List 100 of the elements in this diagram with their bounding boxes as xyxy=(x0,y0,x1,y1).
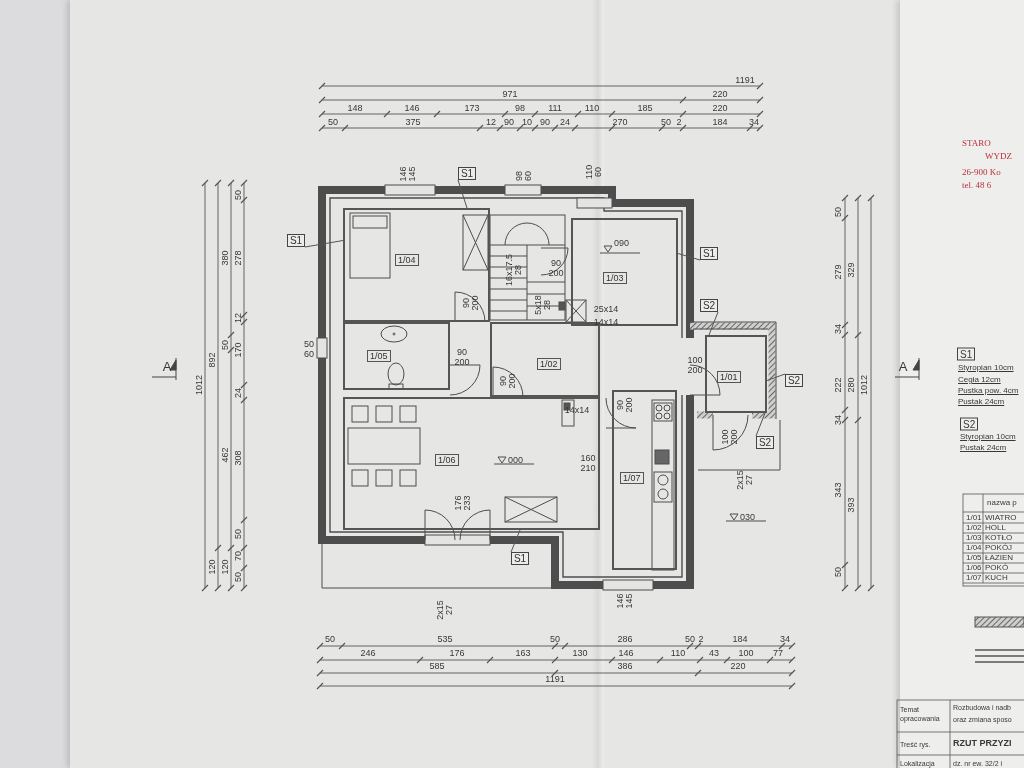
dimension-value: 170 xyxy=(233,342,243,358)
dimension-value: 27 xyxy=(744,475,754,485)
dimension-value: 50 xyxy=(833,207,843,217)
dimension-value: 2 xyxy=(698,634,704,644)
dimension-value: 50 xyxy=(685,634,695,644)
level-value: 030 xyxy=(740,512,756,522)
dimension-value: 176 xyxy=(453,495,463,511)
room-outline xyxy=(343,397,600,530)
dimension-value: 146 xyxy=(404,103,420,113)
leader-line xyxy=(304,240,344,248)
room-outline xyxy=(343,322,450,390)
dimension-value: 90 xyxy=(457,347,467,357)
dimension-value: 146 xyxy=(618,648,634,658)
wall-type-tag: S2 xyxy=(785,374,803,387)
dimension-value: 380 xyxy=(220,250,230,266)
dimension-value: 185 xyxy=(637,103,653,113)
dimension-value: 892 xyxy=(207,352,217,368)
dimension-value: 176 xyxy=(449,648,465,658)
stamp-text: 26-900 Ko xyxy=(962,167,1001,177)
dimension-value: 184 xyxy=(732,634,748,644)
dimension-value: 210 xyxy=(580,463,596,473)
wall-type-tag: S1 xyxy=(511,552,529,565)
dimension-value: 70 xyxy=(233,551,243,561)
wall-layer-text: Styropian 10cm xyxy=(958,364,1014,372)
dimension-value: 220 xyxy=(730,661,746,671)
dimension-value: 2x15 xyxy=(735,470,745,490)
room-outline xyxy=(571,218,678,326)
dimension-value: 98 xyxy=(514,171,524,181)
leader-line xyxy=(510,529,521,553)
dimension-value: 24 xyxy=(233,388,243,398)
dimension-value: 50 xyxy=(304,339,314,349)
dimension-value: 50 xyxy=(233,529,243,539)
table-text: nazwa p xyxy=(987,499,1017,507)
dimension-value: 148 xyxy=(347,103,363,113)
dimension-value: 246 xyxy=(360,648,376,658)
dimension-value: 1012 xyxy=(859,375,869,395)
leader-line xyxy=(755,412,766,437)
dimension-value: 60 xyxy=(523,171,533,181)
dimension-value: 60 xyxy=(304,349,314,359)
dimension-value: 971 xyxy=(502,89,518,99)
dimension-value: 34 xyxy=(780,634,790,644)
dimension-value: 34 xyxy=(833,324,843,334)
dimension-value: 343 xyxy=(833,482,843,498)
level-value: 000 xyxy=(508,455,524,465)
stamp-text: tel. 48 6 xyxy=(962,180,992,190)
dimension-value: 16x17.5 xyxy=(504,254,514,286)
table-text: POKÓJ xyxy=(985,544,1013,552)
room-number: 1/01 xyxy=(717,371,741,383)
table-text: 1/04 xyxy=(966,544,982,552)
room-outline xyxy=(612,390,677,570)
dimension-value: 329 xyxy=(846,262,856,278)
room-number: 1/03 xyxy=(603,272,627,284)
dimension-value: 2 xyxy=(676,117,682,127)
dimension-value: 200 xyxy=(624,397,634,413)
wall-type-tag: S1 xyxy=(287,234,305,247)
leader-line xyxy=(766,373,786,381)
dimension-value: 130 xyxy=(572,648,588,658)
table-text: 1/05 xyxy=(966,554,982,562)
dimension-value: 146 xyxy=(398,166,408,182)
dimension-value: 77 xyxy=(773,648,783,658)
wall-type-tag: S2 xyxy=(756,436,774,449)
dimension-value: 278 xyxy=(233,250,243,266)
dimension-value: 60 xyxy=(593,167,603,177)
wall-layer-text: Pustka pow. 4cm xyxy=(958,387,1019,395)
dimension-value: 2x15 xyxy=(435,600,445,620)
dimension-value: 90 xyxy=(461,298,471,308)
dimension-value: 200 xyxy=(454,357,470,367)
dimension-value: 375 xyxy=(405,117,421,127)
table-text: ŁAZIEN xyxy=(985,554,1013,562)
table-text: 1/06 xyxy=(966,564,982,572)
dimension-value: 50 xyxy=(328,117,338,127)
wall-layer-text: Pustak 24cm xyxy=(958,398,1005,406)
dimension-value: 50 xyxy=(661,117,671,127)
wall-type-tag: S1 xyxy=(458,167,476,180)
dimension-value: 145 xyxy=(624,593,634,609)
table-text: KUCH xyxy=(985,574,1008,582)
section-letter: A xyxy=(898,359,908,373)
dimension-value: 462 xyxy=(220,447,230,463)
wall-layer-text: Pustak 24cm xyxy=(960,444,1007,452)
dimension-value: 25x14 xyxy=(593,304,619,314)
leader-line xyxy=(677,253,701,261)
room-number: 1/02 xyxy=(537,358,561,370)
dimension-value: 1191 xyxy=(735,75,755,85)
dimension-value: 222 xyxy=(833,377,843,393)
dimension-value: 173 xyxy=(464,103,480,113)
dimension-value: 120 xyxy=(220,559,230,575)
dimension-value: 200 xyxy=(687,365,703,375)
wall-type-tag: S2 xyxy=(960,417,979,431)
table-text: 1/02 xyxy=(966,524,982,532)
dimension-value: 535 xyxy=(437,634,453,644)
section-letter: A xyxy=(162,359,172,373)
dimension-value: 50 xyxy=(233,572,243,582)
dimension-value: 220 xyxy=(712,103,728,113)
wall-type-tag: S1 xyxy=(700,247,718,260)
dimension-value: 34 xyxy=(749,117,759,127)
dimension-value: 120 xyxy=(207,559,217,575)
dimension-value: 24 xyxy=(560,117,570,127)
dimension-value: 12 xyxy=(486,117,496,127)
table-text: WIATRO xyxy=(985,514,1017,522)
stamp-text: STARO xyxy=(962,138,991,148)
